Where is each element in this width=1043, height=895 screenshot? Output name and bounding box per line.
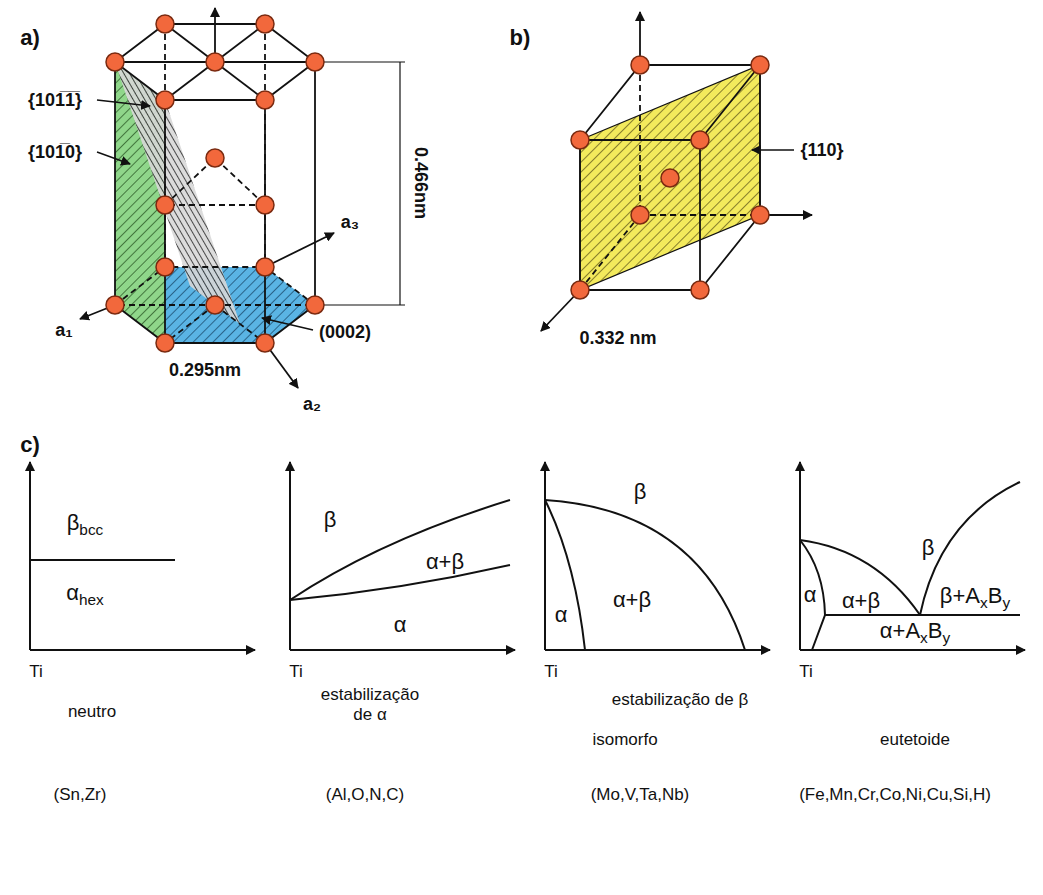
- label-text: estabilização de β: [612, 690, 748, 709]
- axis-label: a₂: [303, 394, 321, 415]
- category-label: estabilização de β: [612, 690, 748, 710]
- label-text: B: [988, 583, 1003, 608]
- axis-label: Ti: [799, 662, 813, 682]
- axis-label: Ti: [289, 662, 303, 682]
- subscript-text: x: [920, 630, 928, 647]
- phase-label: α+β: [613, 587, 651, 612]
- label-text: β: [922, 535, 935, 560]
- plane-index: {110}: [800, 140, 843, 161]
- phase-label: α: [804, 582, 817, 607]
- label-text: (Mo,V,Ta,Nb): [591, 785, 690, 804]
- category-label: estabilização de α: [310, 685, 430, 724]
- label-text: (Al,O,N,C): [326, 785, 404, 804]
- label-text: (Sn,Zr): [54, 785, 107, 804]
- label-text: 0.295nm: [169, 360, 241, 380]
- label-text: α+β: [426, 549, 464, 574]
- phase-label: βbcc: [67, 510, 104, 539]
- axis-label: Ti: [29, 662, 43, 682]
- panel-letter: b): [510, 25, 531, 50]
- label-text: (Fe,Mn,Cr,Co,Ni,Cu,Si,H): [799, 785, 991, 804]
- label-text: α+β: [842, 588, 880, 613]
- subscript-text: bcc: [79, 522, 103, 539]
- phase-label: α: [555, 602, 568, 627]
- dimension-label: 0.466nm: [411, 147, 432, 219]
- label-text: α: [804, 582, 817, 607]
- category-label: eutetoide: [880, 730, 950, 750]
- label-text: B: [928, 618, 943, 643]
- plane-index: {101̅1̅}: [28, 90, 82, 111]
- label-text: neutro: [68, 702, 116, 721]
- phase-label: β: [922, 535, 935, 560]
- axis-label: Ti: [544, 662, 558, 682]
- label-text: a₂: [303, 394, 321, 414]
- element-list: (Fe,Mn,Cr,Co,Ni,Cu,Si,H): [799, 785, 991, 805]
- subscript-text: hex: [79, 592, 104, 609]
- label-text: α+A: [880, 618, 920, 643]
- label-text: α: [394, 612, 407, 637]
- label-text: β: [67, 510, 80, 535]
- label-text: β: [324, 507, 337, 532]
- label-text: Ti: [289, 662, 303, 681]
- phase-label: αhex: [66, 580, 104, 609]
- phase-label: α: [394, 612, 407, 637]
- element-list: (Mo,V,Ta,Nb): [591, 785, 690, 805]
- label-text: α: [66, 580, 79, 605]
- label-text: b): [510, 25, 531, 50]
- label-text: 0.332 nm: [579, 328, 656, 348]
- subscript-text: y: [942, 630, 950, 647]
- label-text: Ti: [544, 662, 558, 681]
- label-text: c): [20, 432, 40, 457]
- bcc-atoms: [571, 56, 769, 299]
- hcp-cell: [80, 8, 405, 388]
- hcp-atoms: [106, 15, 324, 352]
- label-text: a₁: [55, 320, 72, 340]
- plane-index: {101̅0}: [28, 142, 82, 163]
- category-label: isomorfo: [592, 730, 657, 750]
- label-text: Ti: [29, 662, 43, 681]
- label-text: a): [20, 25, 40, 50]
- label-text: α+β: [613, 587, 651, 612]
- label-text: (0002): [319, 322, 371, 342]
- phase-label: β+AxBy: [940, 583, 1010, 612]
- subscript-text: x: [980, 595, 988, 612]
- dimension-label: 0.332 nm: [579, 328, 656, 349]
- phase-label: α+β: [842, 588, 880, 613]
- panel-letter: a): [20, 25, 40, 50]
- label-text: Ti: [799, 662, 813, 681]
- subscript-text: y: [1002, 595, 1010, 612]
- bcc-cell: [541, 12, 812, 331]
- element-list: (Al,O,N,C): [326, 785, 404, 805]
- label-text: a₃: [341, 212, 359, 232]
- label-text: α: [555, 602, 568, 627]
- phase-label: α+β: [426, 549, 464, 574]
- label-text: β: [634, 479, 647, 504]
- label-text: {101̅0}: [28, 142, 82, 162]
- element-list: (Sn,Zr): [54, 785, 107, 805]
- dimension-label: 0.295nm: [169, 360, 241, 381]
- label-text: 0.466nm: [411, 147, 431, 219]
- axis-label: a₃: [341, 212, 359, 233]
- axis-label: a₁: [55, 320, 72, 341]
- phase-diagrams: [30, 462, 1025, 650]
- phase-label: β: [324, 507, 337, 532]
- label-text: {101̅1̅}: [28, 90, 82, 110]
- phase-label: β: [634, 479, 647, 504]
- phase-label: α+AxBy: [880, 618, 950, 647]
- label-text: eutetoide: [880, 730, 950, 749]
- panel-letter: c): [20, 432, 40, 457]
- label-text: estabilização de α: [321, 685, 419, 724]
- label-text: isomorfo: [592, 730, 657, 749]
- category-label: neutro: [68, 702, 116, 722]
- plane-index: (0002): [319, 322, 371, 343]
- label-text: {110}: [800, 140, 843, 160]
- label-text: β+A: [940, 583, 980, 608]
